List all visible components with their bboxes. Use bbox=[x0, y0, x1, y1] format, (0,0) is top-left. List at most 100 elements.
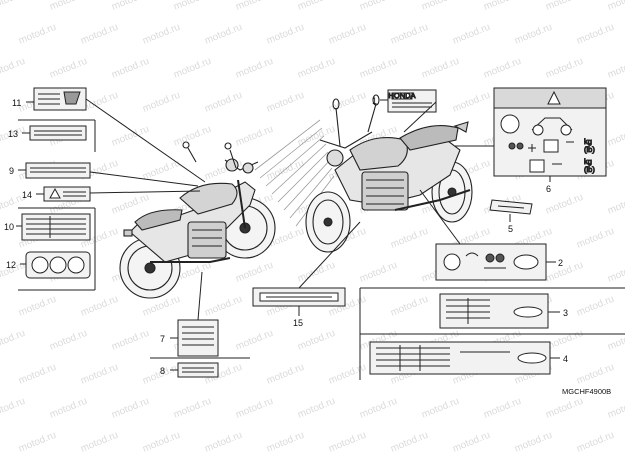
callout-4: 4 bbox=[563, 354, 568, 364]
watermark-text: motod.ru bbox=[451, 430, 492, 455]
watermark-text: motod.ru bbox=[172, 396, 213, 421]
watermark-text: motod.ru bbox=[420, 396, 461, 421]
watermark-text: motod.ru bbox=[234, 0, 275, 13]
callout-3: 3 bbox=[563, 308, 568, 318]
watermark-text: motod.ru bbox=[575, 294, 616, 319]
watermark-text: motod.ru bbox=[575, 22, 616, 47]
watermark-text: motod.ru bbox=[48, 396, 89, 421]
label-15 bbox=[252, 287, 346, 307]
watermark-text: motod.ru bbox=[358, 0, 399, 13]
label-1 bbox=[387, 89, 437, 113]
watermark-text: motod.ru bbox=[265, 362, 306, 387]
watermark-text: motod.ru bbox=[606, 56, 625, 81]
watermark-text: motod.ru bbox=[575, 430, 616, 455]
watermark-text: motod.ru bbox=[110, 0, 151, 13]
label-5 bbox=[489, 199, 533, 215]
label-6-unit-a: kg bbox=[584, 137, 592, 146]
watermark-text: motod.ru bbox=[48, 0, 89, 13]
watermark-text: motod.ru bbox=[17, 294, 58, 319]
label-6-unit-b-lb: (lb) bbox=[584, 165, 595, 174]
watermark-text: motod.ru bbox=[482, 396, 523, 421]
watermark-text: motod.ru bbox=[17, 362, 58, 387]
callout-8: 8 bbox=[160, 366, 165, 376]
watermark-text: motod.ru bbox=[234, 396, 275, 421]
callout-10: 10 bbox=[4, 222, 14, 232]
watermark-text: motod.ru bbox=[110, 192, 151, 217]
watermark-text: motod.ru bbox=[327, 430, 368, 455]
callout-14: 14 bbox=[22, 190, 32, 200]
watermark-text: motod.ru bbox=[48, 328, 89, 353]
watermark-text: motod.ru bbox=[482, 56, 523, 81]
watermark-text: motod.ru bbox=[420, 56, 461, 81]
watermark-text: motod.ru bbox=[606, 192, 625, 217]
watermark-text: motod.ru bbox=[358, 56, 399, 81]
label-10 bbox=[21, 213, 91, 241]
callout-6: 6 bbox=[546, 184, 551, 194]
watermark-text: motod.ru bbox=[513, 430, 554, 455]
watermark-text: motod.ru bbox=[79, 294, 120, 319]
callout-15: 15 bbox=[293, 318, 303, 328]
label-12 bbox=[25, 251, 91, 279]
watermark-text: motod.ru bbox=[296, 124, 337, 149]
watermark-text: motod.ru bbox=[234, 328, 275, 353]
label-3 bbox=[439, 293, 549, 329]
watermark-text: motod.ru bbox=[172, 0, 213, 13]
watermark-text: motod.ru bbox=[265, 22, 306, 47]
label-14 bbox=[43, 186, 91, 202]
watermark-text: motod.ru bbox=[513, 22, 554, 47]
watermark-text: motod.ru bbox=[606, 396, 625, 421]
callout-13: 13 bbox=[8, 129, 18, 139]
watermark-text: motod.ru bbox=[203, 90, 244, 115]
watermark-text: motod.ru bbox=[544, 0, 585, 13]
watermark-text: motod.ru bbox=[203, 430, 244, 455]
watermark-text: motod.ru bbox=[234, 260, 275, 285]
watermark-text: motod.ru bbox=[172, 124, 213, 149]
motorcycle-right-view bbox=[254, 94, 473, 253]
leader-2 bbox=[419, 189, 461, 245]
watermark-text: motod.ru bbox=[48, 56, 89, 81]
callout-5: 5 bbox=[508, 224, 513, 234]
watermark-text: motod.ru bbox=[606, 328, 625, 353]
watermark-text: motod.ru bbox=[544, 260, 585, 285]
watermark-text: motod.ru bbox=[575, 362, 616, 387]
watermark-text: motod.ru bbox=[110, 328, 151, 353]
watermark-text: motod.ru bbox=[110, 56, 151, 81]
watermark-text: motod.ru bbox=[296, 260, 337, 285]
watermark-text: motod.ru bbox=[327, 22, 368, 47]
watermark-text: motod.ru bbox=[358, 260, 399, 285]
watermark-text: motod.ru bbox=[606, 124, 625, 149]
watermark-text: motod.ru bbox=[234, 56, 275, 81]
watermark-text: motod.ru bbox=[203, 158, 244, 183]
callout-7: 7 bbox=[160, 334, 165, 344]
watermark-text: motod.ru bbox=[606, 0, 625, 13]
watermark-text: motod.ru bbox=[0, 56, 27, 81]
watermark-text: motod.ru bbox=[141, 430, 182, 455]
watermark-text: motod.ru bbox=[203, 22, 244, 47]
watermark-text: motod.ru bbox=[203, 294, 244, 319]
watermark-text: motod.ru bbox=[606, 260, 625, 285]
watermark-text: motod.ru bbox=[544, 192, 585, 217]
watermark-text: motod.ru bbox=[265, 158, 306, 183]
watermark-text: motod.ru bbox=[265, 430, 306, 455]
watermark-text: motod.ru bbox=[0, 396, 27, 421]
watermark-text: motod.ru bbox=[389, 294, 430, 319]
label-7 bbox=[177, 319, 219, 357]
watermark-text: motod.ru bbox=[79, 430, 120, 455]
watermark-text: motod.ru bbox=[296, 328, 337, 353]
watermark-text: motod.ru bbox=[296, 56, 337, 81]
watermark-text: motod.ru bbox=[110, 124, 151, 149]
label-6-unit-a-lb: (lb) bbox=[584, 145, 595, 154]
watermark-text: motod.ru bbox=[544, 396, 585, 421]
watermark-text: motod.ru bbox=[544, 56, 585, 81]
watermark-text: motod.ru bbox=[358, 396, 399, 421]
watermark-text: motod.ru bbox=[389, 226, 430, 251]
leader-1 bbox=[403, 101, 437, 133]
motorcycle-left-view bbox=[119, 141, 276, 299]
leader-11 bbox=[85, 98, 206, 183]
watermark-text: motod.ru bbox=[265, 90, 306, 115]
callout-9: 9 bbox=[9, 166, 14, 176]
watermark-text: motod.ru bbox=[451, 22, 492, 47]
label-6-unit-b: kg bbox=[584, 157, 592, 166]
diagram-code: MGCHF4900B bbox=[562, 387, 611, 396]
